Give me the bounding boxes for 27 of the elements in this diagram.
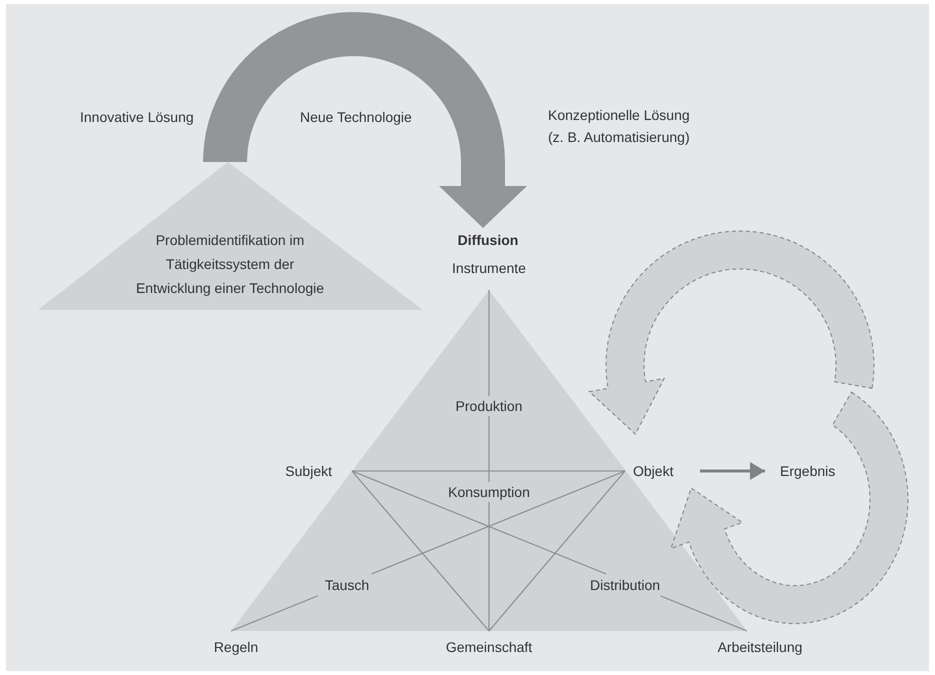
relation-label: Produktion [452, 396, 526, 416]
connector-line [488, 290, 490, 396]
relation-label: Tausch [318, 574, 376, 596]
connector-line [352, 470, 625, 472]
cycle-arrow [670, 391, 908, 624]
connector-line [352, 470, 490, 632]
triangle-text: Problemidentifikation im Tätigkeitssystem der Entwicklung einer Technologie [135, 231, 325, 298]
outcome-label: Ergebnis [765, 460, 845, 482]
connector-line [660, 596, 748, 632]
connector-line [488, 470, 626, 632]
annotation-text: Konzeptionelle Lösung (z. B. Automatisierung) [548, 106, 691, 147]
annotation-text: Neue Technologie [300, 108, 413, 127]
corner-label: Arbeitsteilung [708, 631, 812, 661]
arrow [700, 462, 765, 480]
corner-label: Gemeinschaft [440, 631, 538, 661]
corner-label: Objekt [625, 434, 700, 488]
relation-label: Konsumption [444, 482, 534, 502]
connector-line [488, 416, 490, 482]
annotation-text: Innovative Lösung [80, 108, 195, 127]
connector-line [488, 502, 490, 631]
connector-line [230, 595, 318, 632]
corner-label: Instrumente [440, 258, 538, 290]
problem-triangle [38, 162, 423, 310]
heading-label: Diffusion [440, 228, 536, 252]
relation-label: Distribution [585, 574, 665, 596]
corner-label: Regeln [200, 631, 272, 661]
corner-label: Subjekt [278, 460, 352, 482]
